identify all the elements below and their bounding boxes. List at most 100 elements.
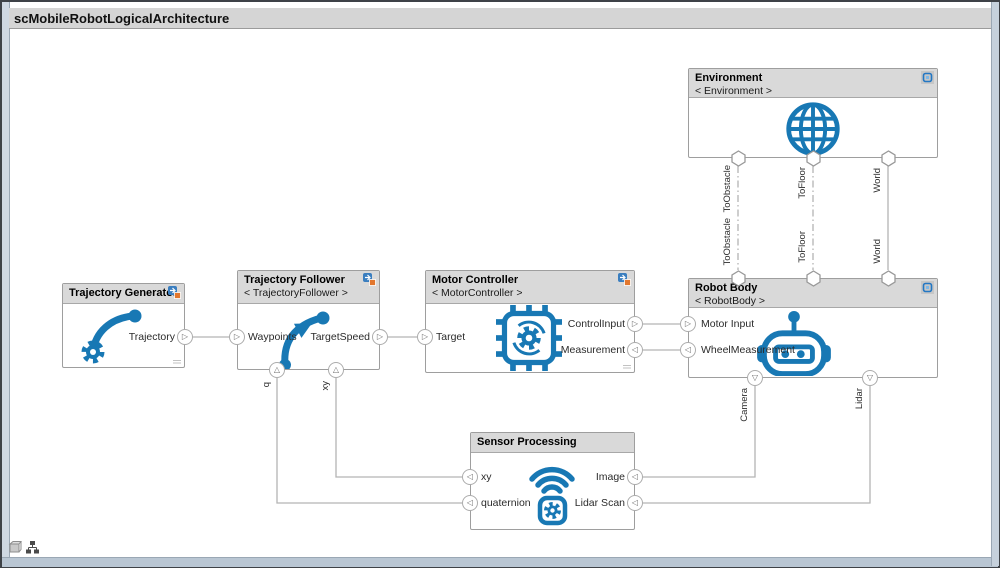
block-header: Sensor Processing [471, 433, 634, 453]
in-up-port-icon: △ [332, 365, 340, 374]
connection-label-tofloor: ToFloor [797, 167, 808, 199]
input-port[interactable]: ◁ [627, 495, 643, 511]
simulink-behavior-badge-icon [618, 273, 631, 286]
canvas-controls [8, 540, 40, 554]
out-down-port-icon: ▽ [751, 373, 759, 382]
output-port[interactable]: ▷ [372, 329, 388, 345]
port-label-quaternion: quaternion [481, 497, 531, 509]
block-subtitle: < TrajectoryFollower > [244, 287, 348, 299]
block-motor-controller[interactable]: Motor Controller < MotorController > [425, 270, 635, 373]
reference-badge-icon [921, 71, 934, 84]
connection-xy[interactable] [335, 378, 462, 478]
output-port[interactable]: ◁ [462, 469, 478, 485]
block-trajectory-follower[interactable]: Trajectory Follower < TrajectoryFollower… [237, 270, 380, 370]
block-title: Environment [695, 72, 763, 84]
connection-quaternion[interactable] [276, 378, 462, 504]
output-port[interactable]: ▷ [627, 316, 643, 332]
block-trajectory-generator[interactable]: Trajectory Generator Trajectory [62, 283, 185, 368]
connection-label-world: World [872, 239, 883, 264]
block-title: Robot Body [695, 282, 758, 294]
block-header: Motor Controller < MotorController > [426, 271, 634, 304]
bottom-frame-strip [2, 557, 998, 567]
port-label-trajectory: Trajectory [128, 331, 175, 343]
input-port[interactable]: ▷ [680, 316, 696, 332]
corner-marker [173, 360, 181, 365]
input-port[interactable]: ▷ [417, 329, 433, 345]
corner-marker [623, 365, 631, 370]
hierarchy-icon[interactable] [25, 540, 40, 554]
out-right-port-icon: ▷ [181, 332, 189, 341]
output-port[interactable]: ◁ [680, 342, 696, 358]
physical-port[interactable] [730, 150, 747, 167]
physical-port[interactable] [805, 150, 822, 167]
block-title: Trajectory Generator [69, 287, 178, 299]
block-sensor-processing[interactable]: Sensor Processing xy quaternion Image Li… [470, 432, 635, 530]
physical-port[interactable] [880, 270, 897, 287]
out-right-port-icon: ▷ [376, 332, 384, 341]
connection-label-tofloor: ToFloor [797, 231, 808, 263]
gear-icon [81, 340, 105, 364]
connection-label-toobstacle: ToObstacle [722, 165, 733, 213]
left-frame-strip [2, 2, 10, 566]
trajectory-follower-icon [279, 311, 330, 369]
reference-badge-icon [921, 281, 934, 294]
connection-lidar-lidarscan[interactable] [643, 386, 871, 504]
cube-icon[interactable] [8, 540, 22, 554]
block-subtitle: < Environment > [695, 85, 773, 97]
gear-icon [517, 326, 541, 350]
block-title: Motor Controller [432, 274, 519, 286]
output-port[interactable]: ▽ [747, 370, 763, 386]
input-port[interactable]: △ [328, 362, 344, 378]
block-robot-body[interactable]: Robot Body < RobotBody > Motor Input Whe… [688, 278, 938, 378]
motor-controller-chip-icon [496, 305, 562, 371]
in-up-port-icon: △ [273, 365, 281, 374]
diagram-title-bar: scMobileRobotLogicalArchitecture [9, 8, 991, 29]
connection-label-q: q [261, 382, 272, 388]
output-port[interactable]: ▽ [862, 370, 878, 386]
in-left-port-icon: ◁ [631, 498, 639, 507]
physical-port[interactable] [880, 150, 897, 167]
port-label-lidar-scan: Lidar Scan [574, 497, 625, 509]
block-header: Trajectory Follower < TrajectoryFollower… [238, 271, 379, 304]
block-title: Sensor Processing [477, 436, 577, 448]
in-right-port-icon: ▷ [684, 319, 692, 328]
in-left-port-icon: ◁ [631, 345, 639, 354]
out-down-port-icon: ▽ [866, 373, 874, 382]
block-title: Trajectory Follower [244, 274, 345, 286]
block-header: Trajectory Generator [63, 284, 184, 304]
block-subtitle: < RobotBody > [695, 295, 766, 307]
in-right-port-icon: ▷ [421, 332, 429, 341]
block-header: Environment < Environment > [689, 69, 937, 98]
physical-port[interactable] [805, 270, 822, 287]
port-label-xy: xy [481, 471, 492, 483]
output-port[interactable]: ◁ [462, 495, 478, 511]
port-label-controlinput: ControlInput [567, 318, 625, 330]
out-left-port-icon: ◁ [684, 345, 692, 354]
connection-label-world: World [872, 168, 883, 193]
input-port[interactable]: ◁ [627, 342, 643, 358]
simulink-behavior-badge-icon [363, 273, 376, 286]
input-port[interactable]: △ [269, 362, 285, 378]
port-label-measurement: Measurement [560, 344, 625, 356]
connection-label-camera: Camera [739, 388, 750, 422]
out-left-port-icon: ◁ [466, 472, 474, 481]
port-label-wheelmeasurement: WheelMeasurement [701, 344, 795, 356]
connection-label-lidar: Lidar [854, 388, 865, 410]
robot-icon [757, 310, 831, 376]
port-label-waypoints: Waypoints [248, 331, 297, 343]
connection-camera-image[interactable] [643, 386, 756, 478]
input-port[interactable]: ▷ [229, 329, 245, 345]
port-label-image: Image [595, 471, 625, 483]
gear-icon [544, 502, 561, 519]
output-port[interactable]: ▷ [177, 329, 193, 345]
connection-label-toobstacle: ToObstacle [722, 218, 733, 266]
simulink-behavior-badge-icon [168, 286, 181, 299]
block-environment[interactable]: Environment < Environment > [688, 68, 938, 158]
out-left-port-icon: ◁ [466, 498, 474, 507]
port-label-motor-input: Motor Input [701, 318, 755, 330]
physical-port[interactable] [730, 270, 747, 287]
input-port[interactable]: ◁ [627, 469, 643, 485]
trajectory-generator-icon [81, 309, 142, 364]
in-right-port-icon: ▷ [233, 332, 241, 341]
